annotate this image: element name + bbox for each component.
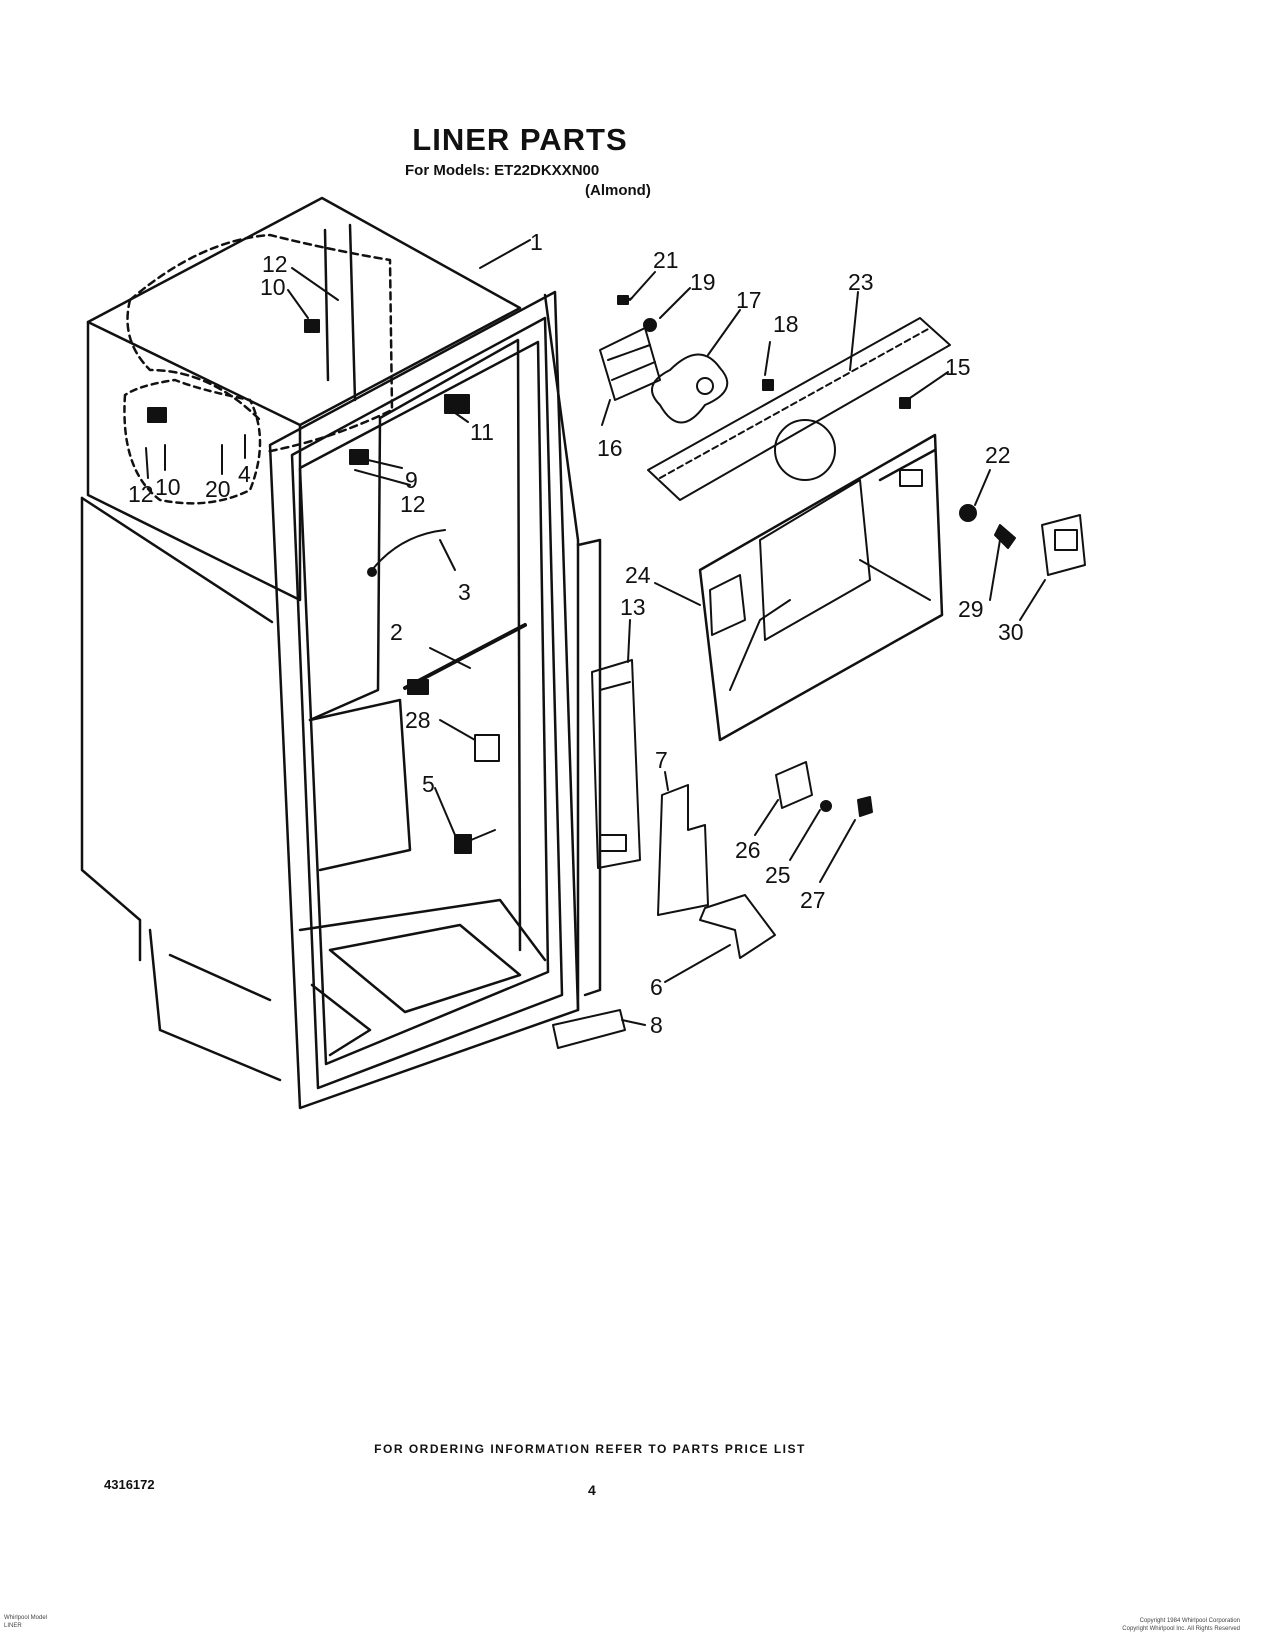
leader-lines (145, 239, 1046, 1026)
callout-17: 17 (736, 287, 762, 313)
callout-20: 20 (205, 476, 231, 502)
callout-15: 15 (945, 354, 971, 380)
air-duct (647, 317, 951, 501)
callout-18: 18 (773, 311, 799, 337)
callout-28: 28 (405, 707, 431, 733)
callout-2: 2 (390, 619, 403, 645)
callout-8: 8 (650, 1012, 663, 1038)
document-number: 4316172 (104, 1477, 155, 1492)
fan-motor-assembly (599, 295, 774, 424)
fine-print-left-line2: LINER (4, 1623, 22, 1629)
callout-21: 21 (653, 247, 679, 273)
callout-25: 25 (765, 862, 791, 888)
callout-19: 19 (690, 269, 716, 295)
fine-print-right-line2: Copyright Whirlpool Inc. All Rights Rese… (1122, 1626, 1240, 1632)
callout-16: 16 (597, 435, 623, 461)
lower-parts (552, 659, 873, 1049)
callout-23: 23 (848, 269, 874, 295)
callout-11: 11 (470, 419, 494, 445)
callout-13: 13 (620, 594, 646, 620)
callout-27: 27 (800, 887, 826, 913)
callout-12-top: 12 (262, 251, 288, 277)
model-subtitle: For Models: ET22DKXXN00 (405, 162, 600, 179)
callout-7: 7 (655, 747, 668, 773)
callout-12-left: 12 (128, 481, 154, 507)
fine-print-left-line1: Whirlpool Model (4, 1615, 48, 1621)
callout-1: 1 (530, 229, 543, 255)
fine-print-left: Whirlpool Model LINER (4, 1614, 47, 1630)
callout-10-left: 10 (155, 474, 181, 500)
color-variant: (Almond) (585, 182, 651, 199)
callout-26: 26 (735, 837, 761, 863)
callout-5: 5 (422, 771, 435, 797)
callout-10-top: 10 (260, 274, 286, 300)
fine-print-right-line1: Copyright 1984 Whirlpool Corporation (1139, 1618, 1240, 1624)
callout-12-mid: 12 (400, 491, 426, 517)
callout-22: 22 (985, 442, 1011, 468)
callout-9: 9 (405, 467, 418, 493)
cabinet-small-parts (147, 319, 527, 854)
callout-24: 24 (625, 562, 651, 588)
page-number: 4 (588, 1482, 596, 1498)
fine-print-right: Copyright 1984 Whirlpool Corporation Cop… (1000, 1617, 1240, 1633)
callout-30: 30 (998, 619, 1024, 645)
liner-cabinet (80, 196, 602, 1110)
page-title: LINER PARTS (412, 122, 628, 157)
callout-6: 6 (650, 974, 663, 1000)
callout-3: 3 (458, 579, 471, 605)
callout-29: 29 (958, 596, 984, 622)
ordering-note: FOR ORDERING INFORMATION REFER TO PARTS … (374, 1442, 806, 1456)
callout-4: 4 (238, 461, 251, 487)
light-assembly (959, 504, 1086, 576)
callout-labels: 1 2 3 4 5 6 7 8 9 10 10 11 12 12 12 13 1… (128, 229, 1024, 1038)
rear-panel (698, 433, 944, 742)
